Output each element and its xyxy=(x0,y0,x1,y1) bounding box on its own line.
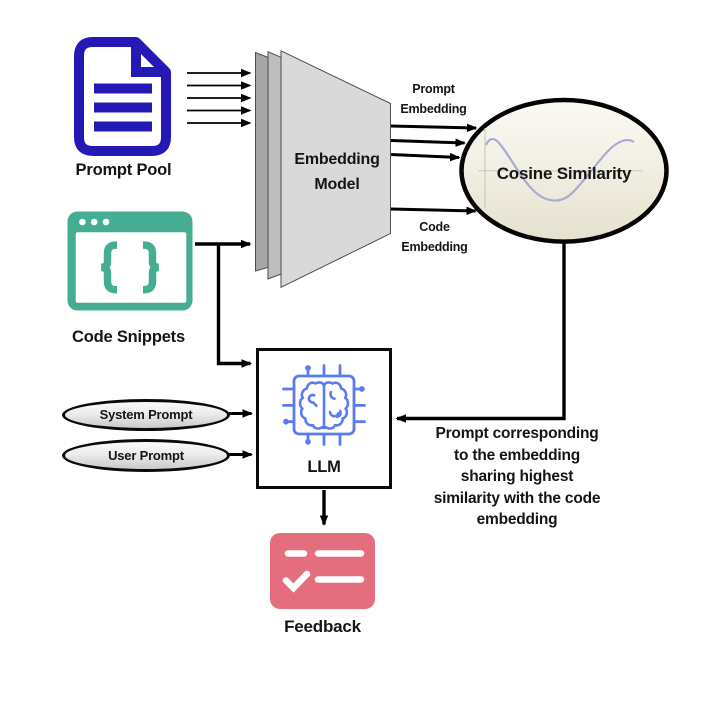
llm-label: LLM xyxy=(307,457,341,476)
prompt-pool-label: Prompt Pool xyxy=(75,161,172,179)
code-embedding-label: Code Embedding xyxy=(401,220,468,254)
selected-prompt-annotation: Prompt corresponding to the embedding sh… xyxy=(433,425,601,528)
edge-codesnippets xyxy=(195,239,252,368)
cosine-similarity-ellipse xyxy=(459,97,669,244)
system-prompt-ellipse: System Prompt xyxy=(62,398,230,431)
edges-promptpool-to-embedding xyxy=(187,68,252,128)
prompt-embedding-label: Prompt Embedding xyxy=(400,82,467,116)
edges-prompts-to-llm xyxy=(229,409,253,459)
embedding-model-label: Embedding Model xyxy=(294,151,380,193)
system-prompt-label: System Prompt xyxy=(99,407,193,422)
feedback-checklist-icon xyxy=(270,533,375,609)
code-snippets-label: Code Snippets xyxy=(72,328,185,346)
cosine-similarity-label: Cosine Similarity xyxy=(496,164,632,183)
user-prompt-label: User Prompt xyxy=(108,448,184,463)
embedding-model-trapezoid xyxy=(255,50,391,289)
cosine-wave xyxy=(484,138,635,202)
document-icon xyxy=(74,37,171,156)
edges-embedding-to-cosine xyxy=(390,123,478,215)
code-window-icon xyxy=(67,211,193,311)
user-prompt-ellipse: User Prompt xyxy=(62,439,230,472)
brain-chip-icon xyxy=(282,364,366,446)
edge-cosine-to-llm xyxy=(395,242,566,423)
feedback-label: Feedback xyxy=(284,617,361,636)
